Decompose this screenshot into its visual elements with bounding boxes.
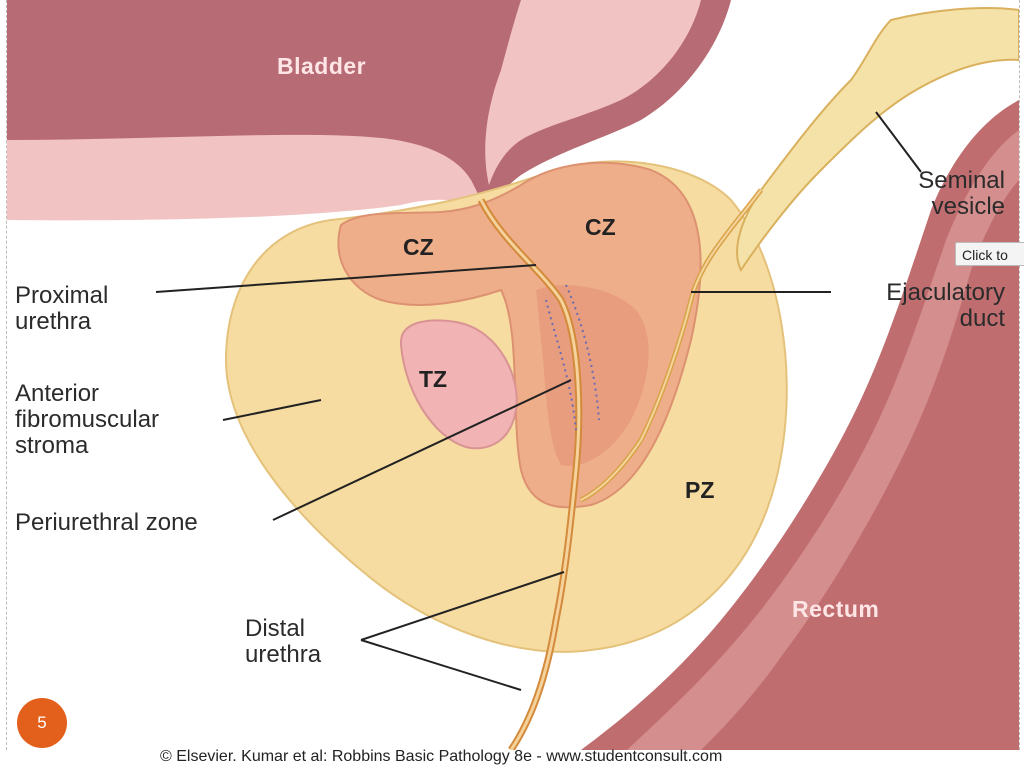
leader-seminal-vesicle: [875, 111, 922, 173]
periurethral-dots-left: [545, 299, 577, 431]
central-zone-label-left: CZ: [403, 234, 434, 260]
bladder-lining-right: [485, 0, 701, 185]
seminal-vesicle-shape: [736, 7, 1019, 272]
ejaculatory-duct-path-inner: [580, 189, 762, 501]
ejaculatory-duct-label: Ejaculatory duct: [886, 279, 1005, 332]
urethra-path-inner: [479, 199, 581, 750]
proximal-urethra-label: Proximal urethra: [15, 282, 109, 335]
anterior-fibromuscular-stroma-label: Anterior fibromuscular stroma: [15, 380, 160, 459]
copyright-caption: © Elsevier. Kumar et al: Robbins Basic P…: [160, 748, 723, 765]
periurethral-zone-label: Periurethral zone: [15, 509, 198, 536]
leader-periurethral-zone: [272, 379, 572, 521]
central-zone-label-right: CZ: [585, 214, 616, 240]
peripheral-zone-label: PZ: [685, 477, 715, 503]
leader-anterior-stroma: [222, 399, 322, 421]
bladder-lining: [7, 134, 486, 221]
leader-distal-urethra-upper: [360, 571, 565, 641]
periurethral-dots-right: [565, 284, 600, 421]
transition-zone-shape: [399, 319, 518, 450]
image-frame: Bladder Rectum CZ CZ TZ PZ Proximal uret…: [6, 0, 1020, 750]
transition-zone-label: TZ: [419, 366, 448, 392]
leader-proximal-urethra: [155, 264, 537, 293]
click-tooltip[interactable]: Click to: [955, 242, 1024, 266]
seminal-vesicle-label: Seminal vesicle: [918, 167, 1005, 220]
page-number-badge: 5: [17, 698, 67, 748]
bladder-label: Bladder: [277, 53, 367, 79]
rectum-wall: [701, 180, 1019, 750]
leader-lines: [155, 111, 922, 691]
prostate-anatomy-illustration: [7, 0, 1019, 750]
leader-distal-urethra-lower: [360, 639, 522, 691]
periurethral-zone-shape: [536, 285, 649, 466]
rectum-label: Rectum: [792, 596, 880, 622]
distal-urethra-label: Distal urethra: [245, 615, 322, 668]
